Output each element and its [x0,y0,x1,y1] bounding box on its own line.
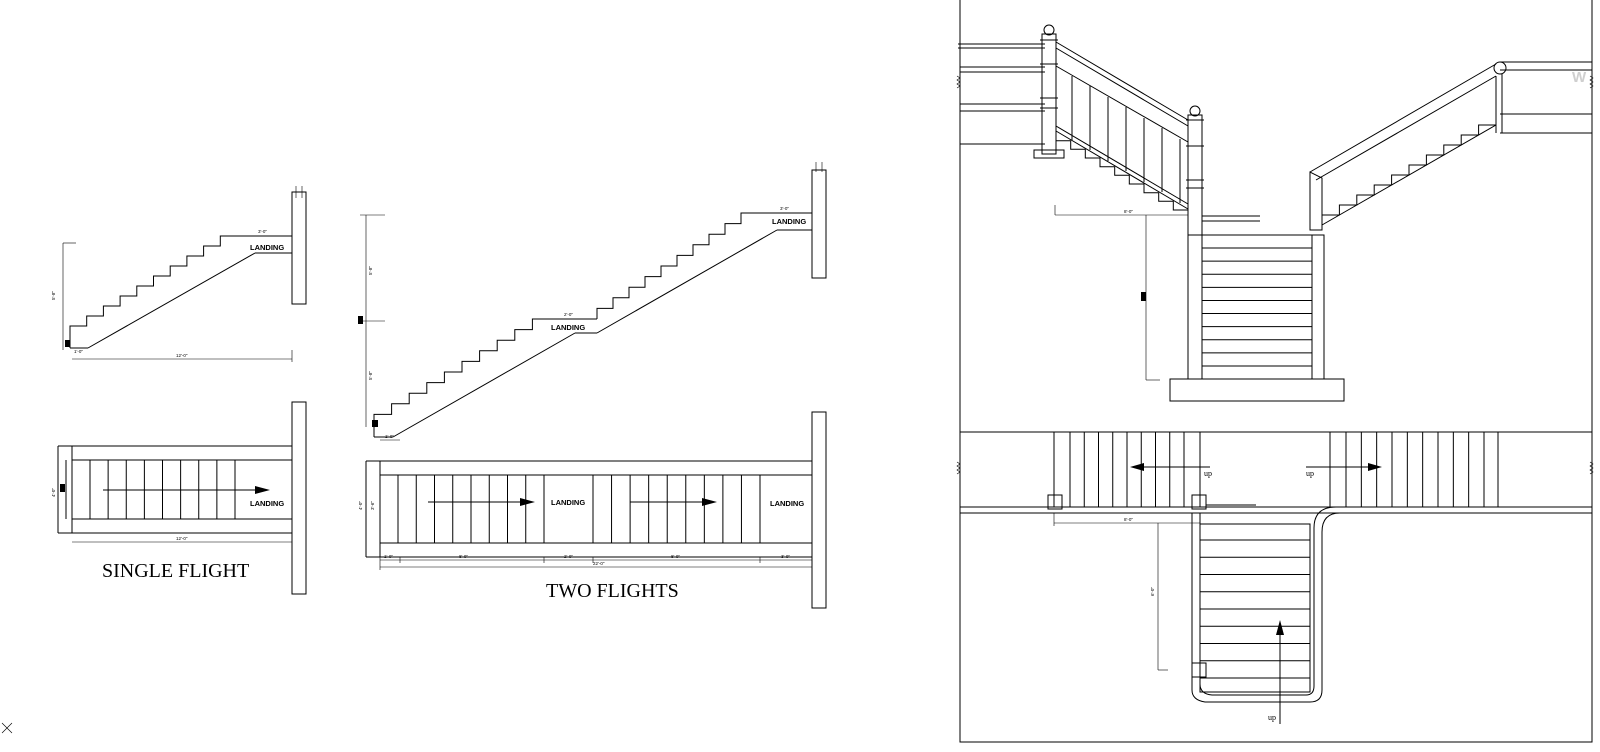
plan-right-up-label: up [1306,469,1314,478]
two-plan-top-landing-label: LANDING [770,499,804,508]
single-landing-dim: 3'-0" [258,229,267,234]
plan-right-treads [1345,432,1485,507]
single-plan-wall-top [71,445,293,461]
two-flights-upper-soffit [596,229,778,334]
central-flight-front [1187,234,1325,380]
left-balusters [1071,76,1181,203]
plan-newel-3 [1191,662,1207,678]
single-flight-soffit [87,252,256,349]
single-flight-plan: LANDING 4'-0" 12'-0" SINGLE FLIGHT [51,401,307,595]
right-elevation-width-dim: 8'-0" [1124,209,1133,214]
plan-right-flight [1329,431,1499,508]
two-rise-upper-dim: 5'-8" [368,266,373,275]
two-plan-seg4: 8'-0" [671,554,680,559]
right-newel-cap [1189,105,1201,117]
two-plan-width-dim: 4'-0" [358,501,363,510]
single-plan-landing-label: LANDING [250,499,284,508]
two-plan-width2-dim: 3'-6" [370,501,375,510]
two-plan-mid-landing-label: LANDING [551,498,585,507]
plan-central-up-label: up [1268,713,1276,722]
two-plan-seg2: 8'-0" [459,554,468,559]
plan-left-up-label: up [1204,469,1212,478]
single-run-dim: 12'-0" [176,353,188,358]
left-newel-cap [1043,24,1055,36]
two-plan-treads [397,475,761,543]
single-plan-width-dim: 4'-0" [51,488,56,497]
single-plan-wall-bottom [71,518,293,534]
two-plan-seg3: 2'-0" [564,554,573,559]
two-mid-landing-label: LANDING [551,323,585,332]
two-plan-wall-top [379,460,813,476]
single-flight-steps [69,235,237,348]
plan-central-treads [1200,539,1310,679]
two-flights-section: LANDING 2'-0" LANDING 3'-0" 5'-8" 5'-8" … [358,162,827,441]
two-plan-seg5: 3'-0" [781,554,790,559]
single-plan-wall-side [291,401,307,595]
two-plan-wall-side [811,411,827,609]
right-handrail [1309,63,1497,173]
central-flight-risers [1202,247,1312,367]
left-newel-post [1041,33,1057,155]
right-panel-frame [959,0,1593,743]
two-flights-lower-soffit [392,332,576,438]
two-top-landing-dim: 3'-0" [780,206,789,211]
left-handrail-top [1055,41,1189,121]
right-plan-width-dim: 8'-0" [1124,517,1133,522]
right-plan-height-dim: 6'-0" [1150,587,1155,596]
watermark: W [1572,69,1587,86]
right-plan: up up up 8'-0" 6'- [956,431,1594,724]
right-panel: 8'-0" up up [956,0,1594,743]
single-landing-label: LANDING [250,243,284,252]
two-flights-plan: LANDING LANDING 4'-0" 3'-6" 1'-0" 8'-0" … [358,411,827,609]
right-newel-post [1187,114,1203,236]
single-bottom-dim: 1'-0" [74,349,83,354]
two-plan-wall-bottom [379,542,813,558]
plan-central-flight-outline [1191,512,1341,703]
two-rise-lower-dim: 5'-8" [368,371,373,380]
cad-cursor-icon [1,722,13,734]
right-elevation: 8'-0" [956,24,1594,402]
two-top-landing-label: LANDING [772,217,806,226]
plan-left-treads [1069,432,1185,507]
right-rail-post [1309,171,1323,231]
plan-newel-2 [1191,494,1207,510]
single-plan-length-dim: 12'-0" [176,536,188,541]
two-wall-elevation [811,169,827,279]
central-flight-base [1169,378,1345,402]
two-mid-landing-dim: 2'-0" [564,312,573,317]
single-rise-dim: 5'-8" [51,291,56,300]
single-wall-elevation [291,191,307,305]
two-plan-total: 22'-0" [593,561,605,566]
two-flights-title: TWO FLIGHTS [546,580,679,602]
plan-newel-1 [1047,494,1063,510]
two-flights-steps [373,212,757,437]
single-flight-title: SINGLE FLIGHT [102,560,249,582]
two-bottom-dim: 1'-0" [385,434,394,439]
single-flight-section: LANDING 3'-0" 5'-8" 12'-0" 1'-0" [51,186,307,362]
two-plan-seg1: 1'-0" [384,554,393,559]
left-flight-steps-elevation [1055,132,1188,211]
